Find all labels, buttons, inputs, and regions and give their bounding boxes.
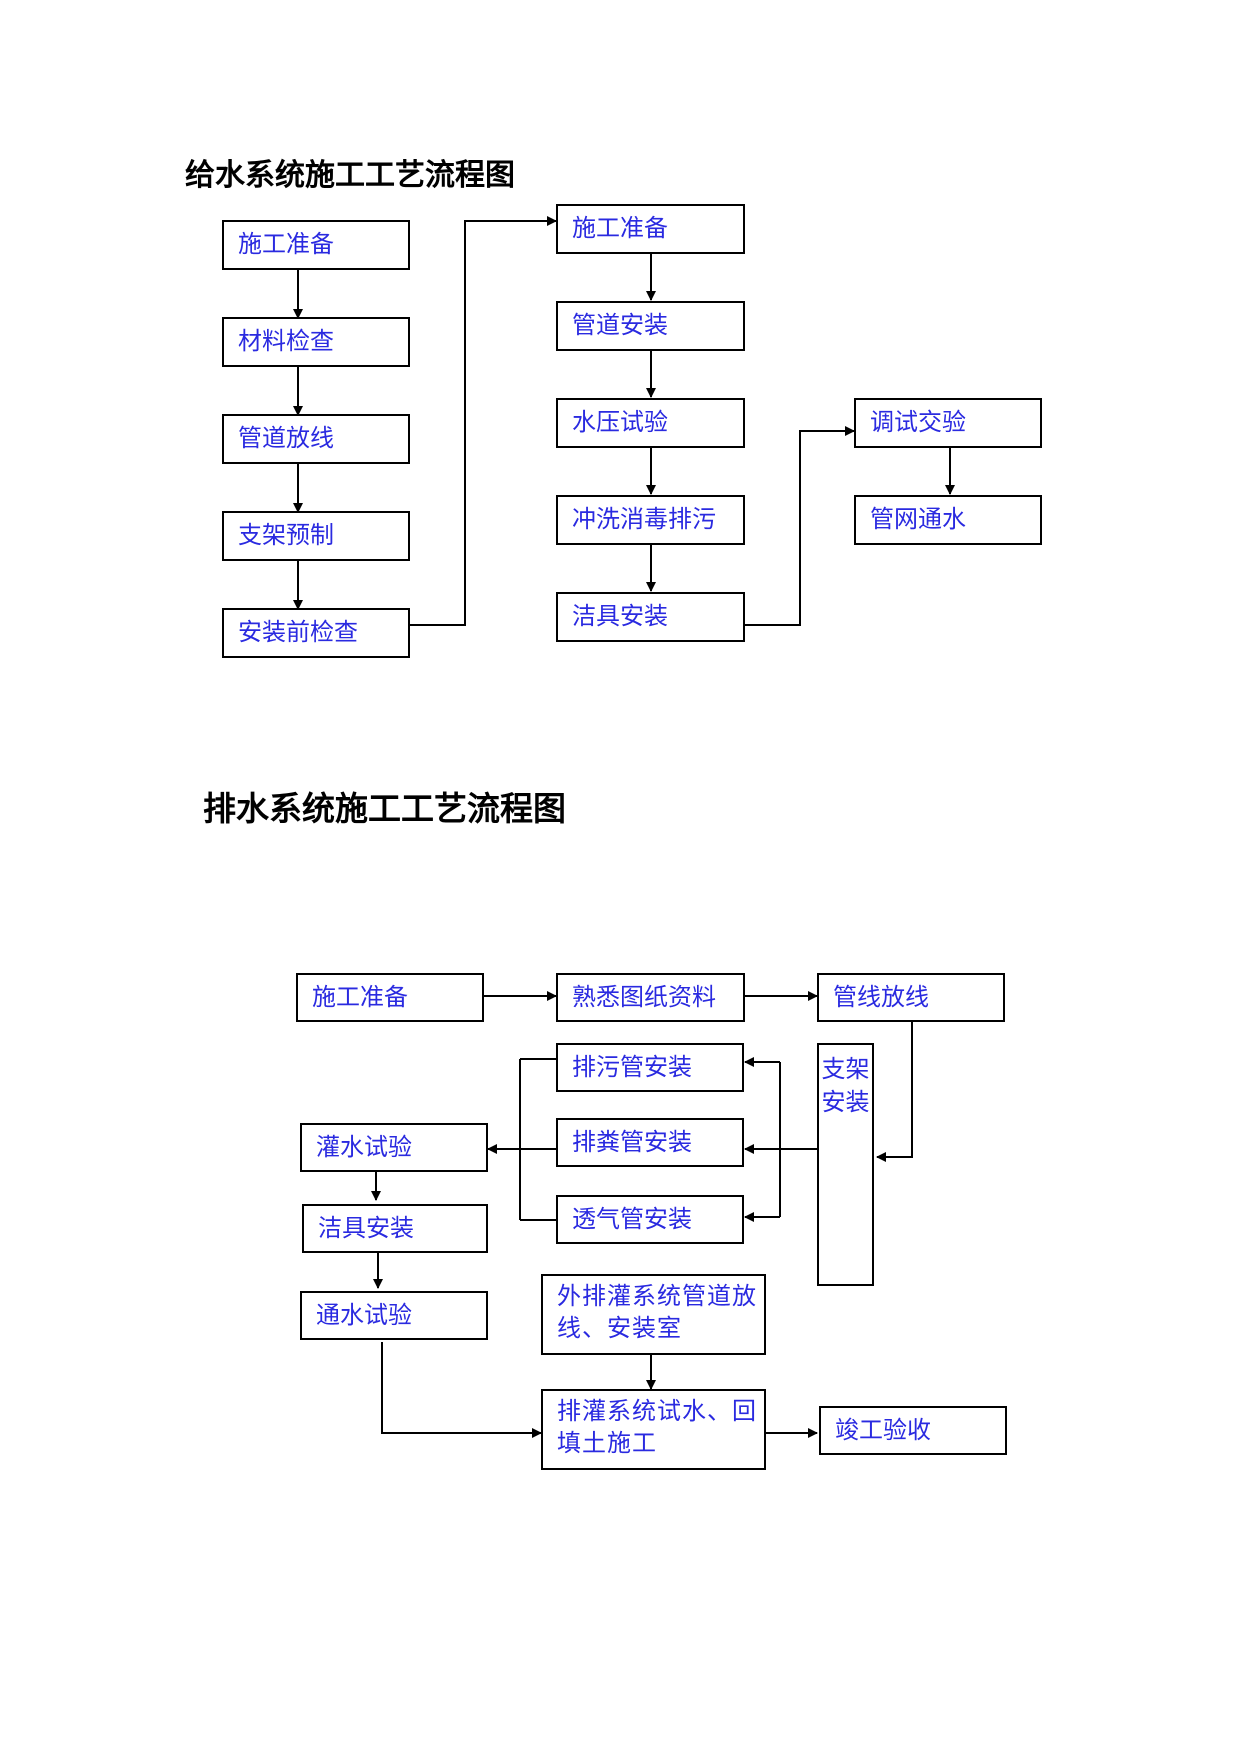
step-pre-install-check: 安装前检查 xyxy=(222,608,410,658)
arrow-line xyxy=(410,216,557,626)
step-fixture-install: 洁具安装 xyxy=(556,592,745,642)
step-completion-acceptance: 竣工验收 xyxy=(819,1406,1007,1455)
step-system-test-backfill: 排灌系统试水、回填土施工 xyxy=(541,1389,766,1470)
step-support-prefab: 支架预制 xyxy=(222,511,410,561)
step-water-fill-test: 灌水试验 xyxy=(300,1123,488,1172)
step-fixture-install: 洁具安装 xyxy=(302,1204,488,1253)
step-commissioning: 调试交验 xyxy=(854,398,1042,448)
step-construction-prep: 施工准备 xyxy=(222,220,410,270)
step-material-inspection: 材料检查 xyxy=(222,317,410,367)
step-external-drainage-layout: 外排灌系统管道放线、安装室 xyxy=(541,1274,766,1355)
step-pressure-test: 水压试验 xyxy=(556,398,745,448)
supply-flowchart-title: 给水系统施工工艺流程图 xyxy=(185,158,515,193)
step-pipe-installation: 管道安装 xyxy=(556,301,745,351)
step-vent-pipe-install: 透气管安装 xyxy=(556,1195,744,1244)
step-pipeline-layout: 管线放线 xyxy=(817,973,1005,1022)
step-sewage-pipe-install: 排污管安装 xyxy=(556,1043,744,1092)
step-fecal-pipe-install: 排粪管安装 xyxy=(556,1118,744,1167)
step-network-water-flow: 管网通水 xyxy=(854,495,1042,545)
step-support-install: 支架安装 xyxy=(817,1043,874,1286)
step-construction-prep: 施工准备 xyxy=(556,204,745,254)
arrow-line xyxy=(745,426,855,626)
step-study-drawings: 熟悉图纸资料 xyxy=(556,973,745,1022)
step-water-flow-test: 通水试验 xyxy=(300,1291,488,1340)
step-pipe-layout: 管道放线 xyxy=(222,414,410,464)
step-construction-prep: 施工准备 xyxy=(296,973,484,1022)
step-flush-disinfect: 冲洗消毒排污 xyxy=(556,495,745,545)
drainage-flowchart-title: 排水系统施工工艺流程图 xyxy=(203,789,566,828)
arrow-line xyxy=(381,1342,542,1438)
arrow-line xyxy=(876,1020,913,1162)
